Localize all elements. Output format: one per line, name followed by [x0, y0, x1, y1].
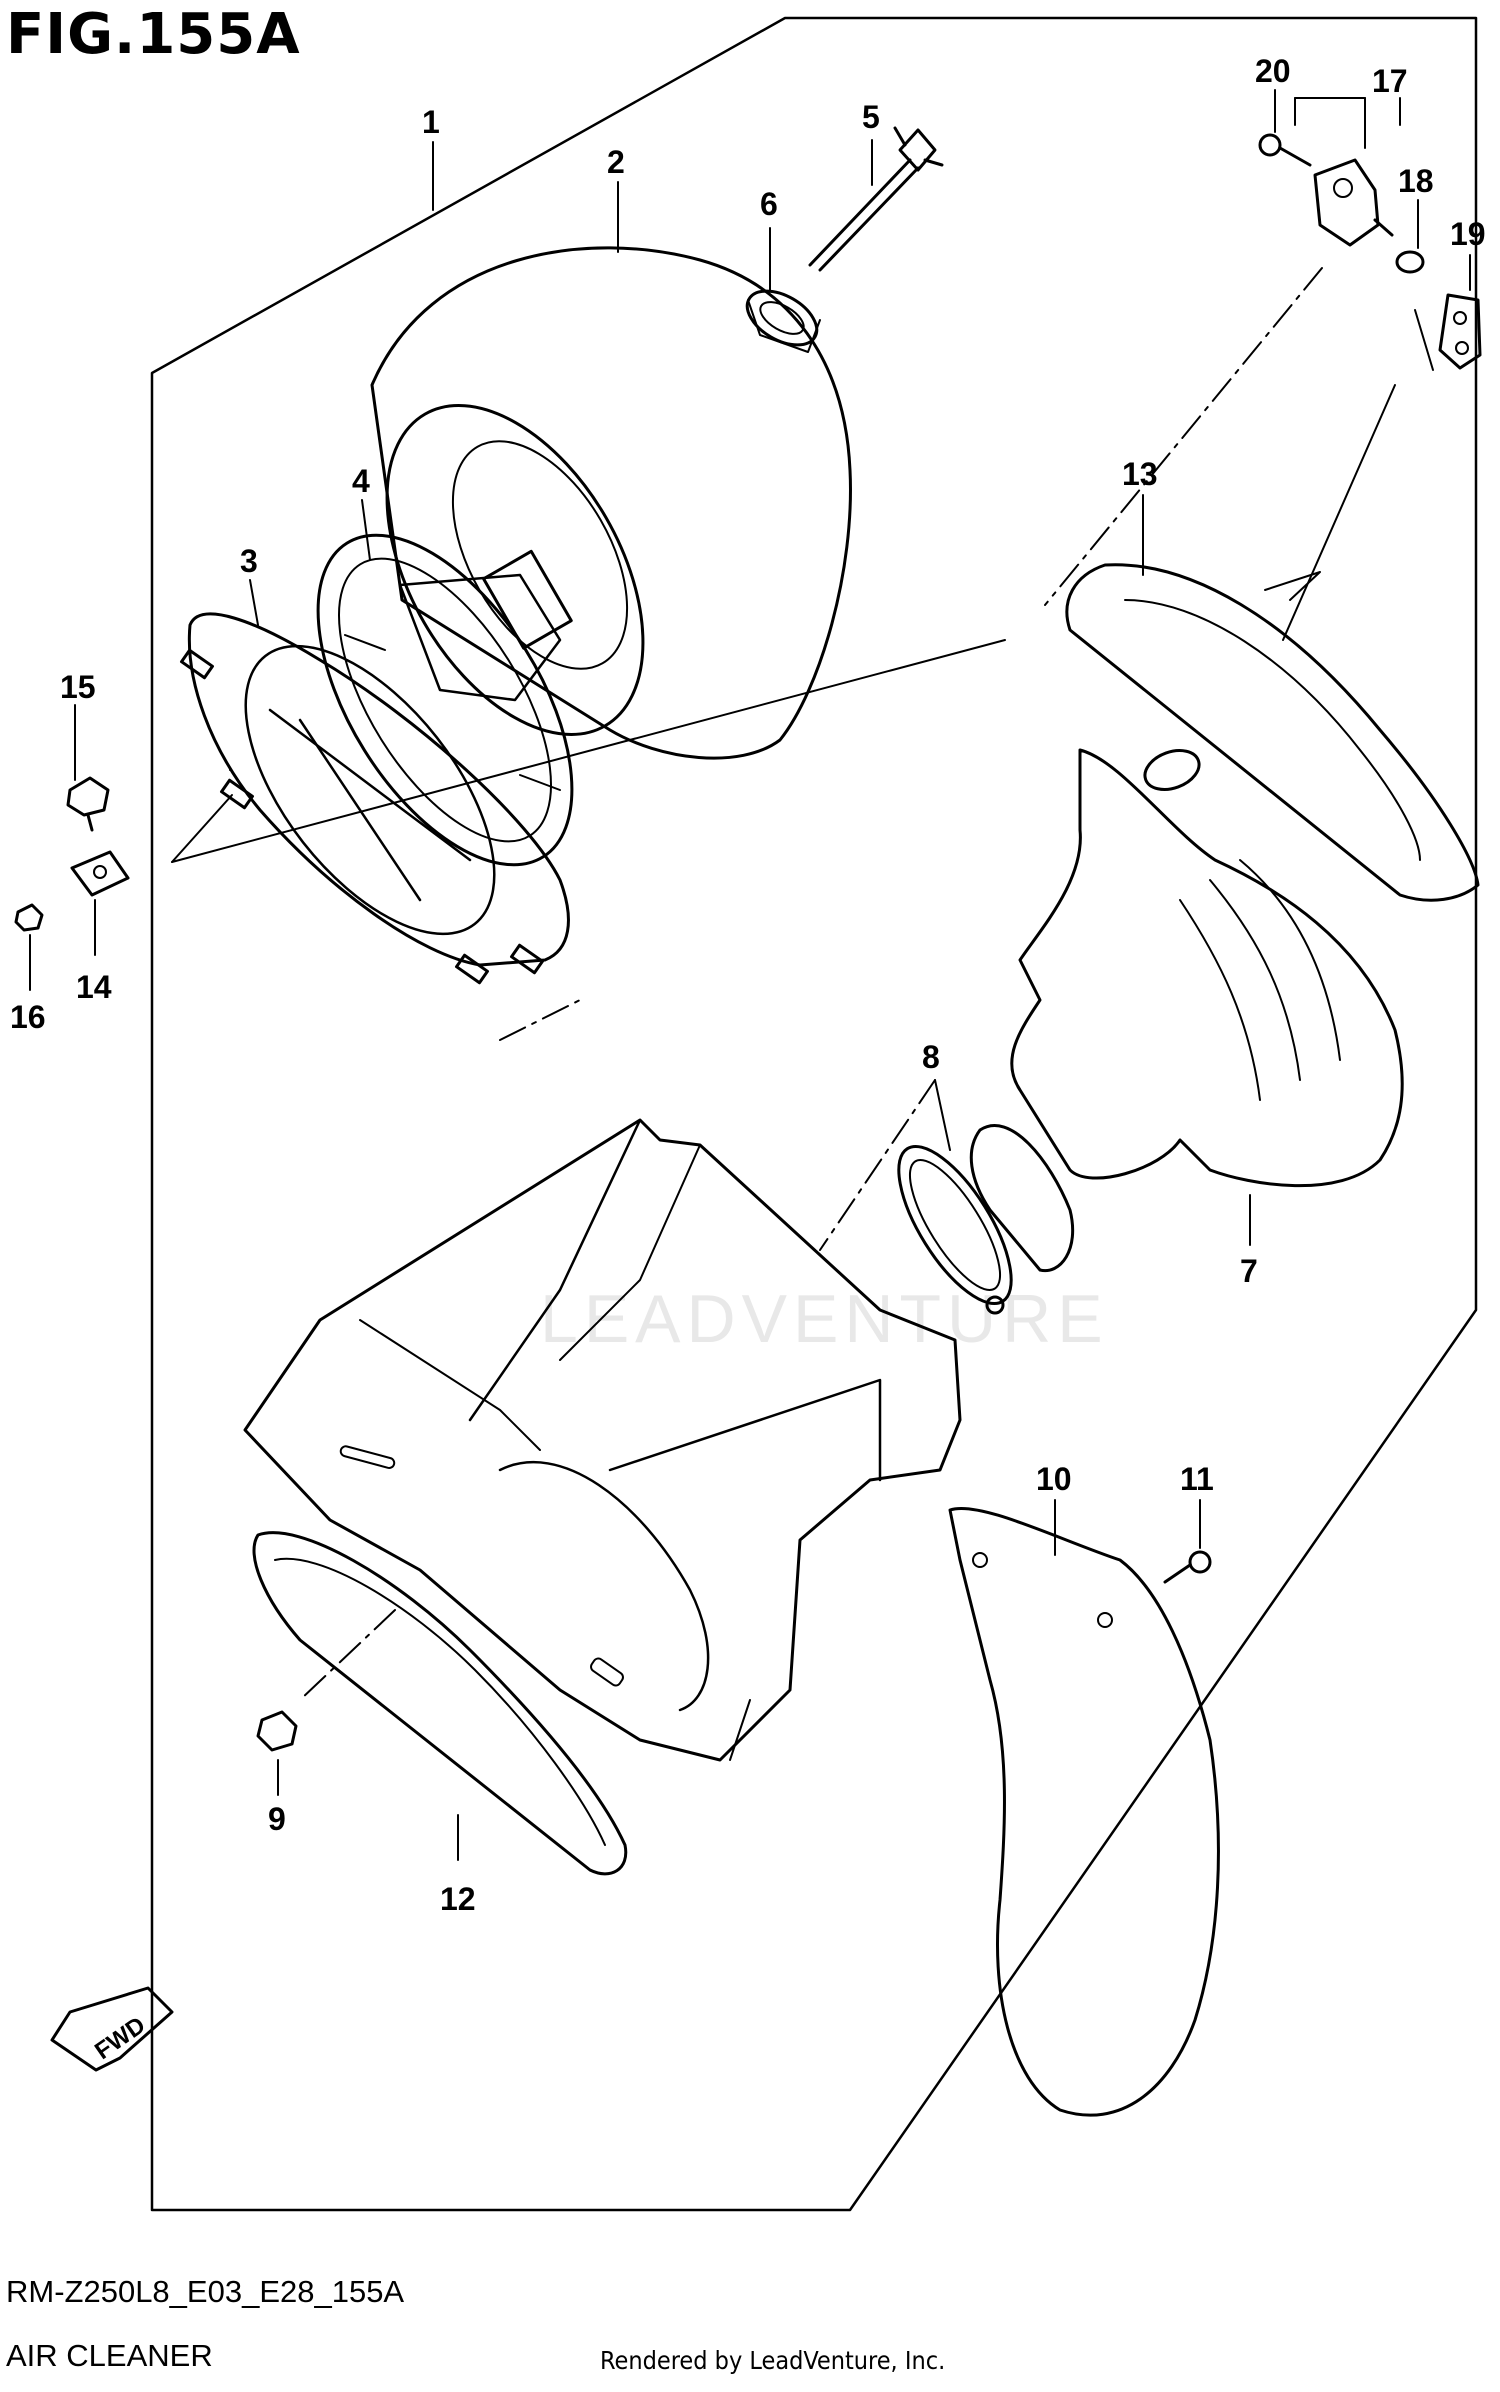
- rendered-by-credit: Rendered by LeadVenture, Inc.: [600, 2346, 946, 2375]
- part-13-boot: [1065, 563, 1480, 902]
- part-9-nut: [256, 1710, 298, 1752]
- part-14-clip-nut: [70, 850, 130, 897]
- reference-lines: [171, 267, 1434, 1701]
- part-17-sensor: [1313, 158, 1394, 247]
- part-11-screw: [1163, 1550, 1212, 1584]
- assembly-outline: [150, 16, 1478, 2212]
- figure-title: FIG.155A: [6, 2, 301, 67]
- callout-leaders: [29, 89, 1471, 1861]
- callout-9: 9: [268, 1801, 286, 1837]
- figure-name: AIR CLEANER: [6, 2338, 213, 2373]
- callout-8: 8: [922, 1039, 940, 1075]
- callout-15: 15: [60, 669, 96, 705]
- part-8-clamp: [897, 1144, 1013, 1315]
- callout-7: 7: [1240, 1253, 1258, 1289]
- part-19-plate: [1438, 293, 1482, 370]
- callout-19: 19: [1450, 216, 1486, 252]
- callout-20: 20: [1255, 53, 1291, 89]
- callout-6: 6: [760, 186, 778, 222]
- part-3-filter-holder: [180, 612, 570, 985]
- part-12-gasket: [252, 1531, 628, 1876]
- figure-code: RM-Z250L8_E03_E28_155A: [6, 2274, 405, 2309]
- part-18-o-ring: [1395, 250, 1425, 274]
- callout-13: 13: [1122, 456, 1158, 492]
- callout-3: 3: [240, 543, 258, 579]
- callout-1: 1: [422, 104, 440, 140]
- part-7-intake-boot: [969, 748, 1404, 1273]
- callout-16: 16: [10, 999, 46, 1035]
- fwd-arrow: FWD: [50, 1986, 174, 2072]
- part-5-wing-bolt: [808, 126, 944, 272]
- part-10-mud-guard: [948, 1507, 1220, 2117]
- part-4-filter-cage: [316, 533, 574, 867]
- part-16-nut: [14, 903, 44, 932]
- callout-4: 4: [352, 463, 370, 499]
- callout-12: 12: [440, 1881, 476, 1917]
- callout-2: 2: [607, 144, 625, 180]
- callout-18: 18: [1398, 163, 1434, 199]
- callout-14: 14: [76, 969, 112, 1005]
- part-1-airbox-case: [243, 1118, 962, 1762]
- part-6-collar: [745, 289, 821, 353]
- callout-5: 5: [862, 99, 880, 135]
- callout-11: 11: [1180, 1461, 1214, 1497]
- callout-labels: 1 2 3 4 5 6 7 8 9 10 11 12 13 14 15 16 1…: [10, 53, 1486, 1917]
- part-15-bolt: [66, 776, 110, 832]
- callout-17: 17: [1372, 63, 1408, 99]
- part-20-screw: [1258, 133, 1312, 167]
- callout-10: 10: [1036, 1461, 1072, 1497]
